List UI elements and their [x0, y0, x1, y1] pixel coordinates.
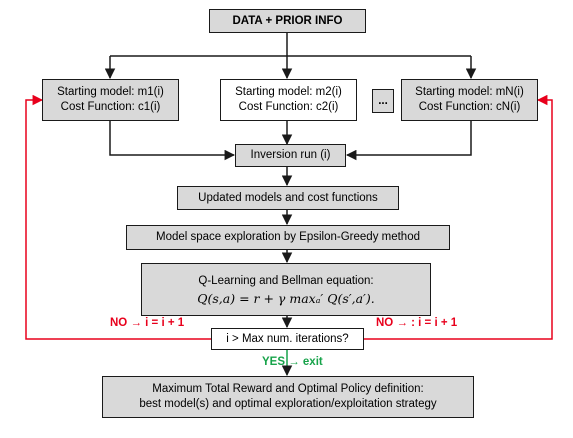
starting-model-1-text: Starting model: m1(i): [57, 86, 164, 98]
starting-model-n-box: Starting model: mN(i) Cost Function: cN(…: [401, 79, 538, 121]
connector-start-1-to-inversion: [109, 121, 236, 161]
yes-exit-label: YES → exit: [262, 356, 323, 368]
updated-models-box: Updated models and cost functions: [177, 186, 399, 210]
starting-model-2-text: Starting model: m2(i): [235, 86, 342, 98]
starting-model-2-box: Starting model: m2(i) Cost Function: c2(…: [220, 79, 357, 121]
decision-box: i > Max num. iterations?: [211, 328, 364, 350]
final-box: Maximum Total Reward and Optimal Policy …: [102, 376, 474, 418]
no-right-label: NO → : i = i + 1: [376, 317, 458, 329]
cost-function-n-text: Cost Function: cN(i): [418, 101, 521, 113]
ellipsis-text: ...: [378, 94, 388, 107]
decision-text: i > Max num. iterations?: [226, 332, 349, 345]
qlearning-title: Q-Learning and Bellman equation:: [198, 274, 374, 287]
starting-model-1-box: Starting model: m1(i) Cost Function: c1(…: [42, 79, 179, 121]
final-text-line-2: best model(s) and optimal exploration/ex…: [139, 398, 437, 410]
exploration-box: Model space exploration by Epsilon-Greed…: [126, 225, 450, 250]
data-prior-text: DATA + PRIOR INFO: [232, 14, 343, 27]
no-left-label: NO → i = i + 1: [110, 317, 185, 329]
inversion-run-box: Inversion run (i): [235, 144, 346, 167]
starting-model-n-text: Starting model: mN(i): [415, 86, 524, 98]
cost-function-1-text: Cost Function: c1(i): [60, 101, 161, 113]
qlearning-box: Q-Learning and Bellman equation: Q(s,a) …: [141, 263, 431, 316]
data-prior-box: DATA + PRIOR INFO: [209, 9, 366, 33]
inversion-run-text: Inversion run (i): [250, 149, 331, 161]
connector-start-n-to-inversion: [345, 121, 472, 161]
bellman-formula: Q(s,a) = r + γ maxₐ′ Q(s′,a′).: [197, 290, 375, 306]
cost-function-2-text: Cost Function: c2(i): [238, 101, 339, 113]
exploration-text: Model space exploration by Epsilon-Greed…: [155, 231, 420, 243]
ellipsis-box: ...: [372, 89, 394, 113]
loop-left-no: [25, 94, 211, 340]
loop-right-no: [364, 94, 553, 340]
updated-models-text: Updated models and cost functions: [198, 191, 378, 204]
final-text-line-1: Maximum Total Reward and Optimal Policy …: [152, 383, 424, 395]
